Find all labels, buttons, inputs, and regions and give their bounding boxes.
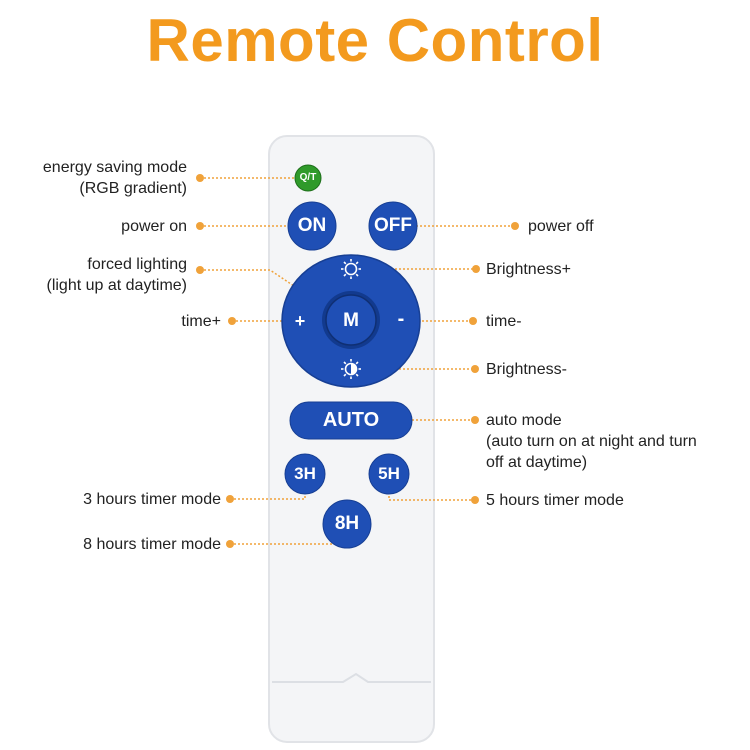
label-power-off: power off xyxy=(528,218,594,235)
label-brightness-plus: Brightness+ xyxy=(486,261,571,278)
label-auto-mode: auto mode (auto turn on at night and tur… xyxy=(486,412,697,471)
on-button-label: ON xyxy=(297,215,327,236)
timer-3h-button[interactable] xyxy=(284,453,326,495)
sun-icon[interactable] xyxy=(341,259,361,279)
label-brightness-minus: Brightness- xyxy=(486,361,567,378)
qt-button[interactable] xyxy=(294,164,322,192)
m-button-label: M xyxy=(343,310,359,331)
page-title: Remote Control xyxy=(146,7,604,74)
timer-3h-label: 3H xyxy=(294,464,316,483)
timer-5h-button[interactable] xyxy=(368,453,410,495)
off-button-label: OFF xyxy=(374,215,412,236)
timer-8h-label: 8H xyxy=(334,513,360,534)
off-button[interactable] xyxy=(368,201,418,251)
minus-button[interactable]: - xyxy=(397,308,405,330)
m-button[interactable] xyxy=(322,291,380,349)
plus-button[interactable]: + xyxy=(294,311,306,331)
auto-button-label: AUTO xyxy=(322,409,380,431)
on-button[interactable] xyxy=(287,201,337,251)
label-3h-timer: 3 hours timer mode xyxy=(83,491,221,508)
label-time-minus: time- xyxy=(486,313,522,330)
label-time-plus: time+ xyxy=(181,313,221,330)
label-power-on: power on xyxy=(121,218,187,235)
half-sun-icon[interactable] xyxy=(341,359,361,379)
label-forced-lighting: forced lighting (light up at daytime) xyxy=(46,256,187,294)
qt-button-label: Q/T xyxy=(299,172,317,183)
timer-8h-button[interactable] xyxy=(322,499,372,549)
auto-button[interactable] xyxy=(289,401,413,440)
label-energy-saving: energy saving mode (RGB gradient) xyxy=(42,159,187,197)
label-8h-timer: 8 hours timer mode xyxy=(83,536,221,553)
label-5h-timer: 5 hours timer mode xyxy=(486,492,624,509)
timer-5h-label: 5H xyxy=(378,464,400,483)
leader-dots xyxy=(196,174,519,548)
